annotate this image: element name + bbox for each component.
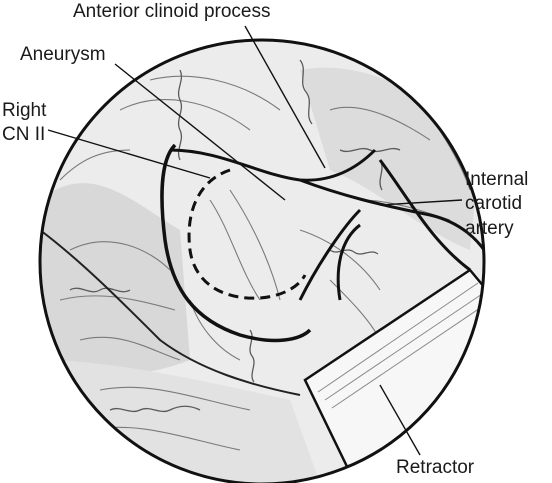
label-right-cn2-line2: CN II (2, 124, 46, 145)
label-internal-carotid-line1: Internal (465, 169, 529, 190)
internal-carotid-artery (298, 178, 484, 301)
leader-lines (47, 25, 463, 456)
label-internal-carotid-line2: carotid (465, 193, 523, 214)
label-aneurysm: Aneurysm (20, 44, 106, 65)
label-internal-carotid-line3: artery (465, 218, 514, 239)
anterior-clinoid-process (169, 148, 377, 182)
retractor-blade (303, 268, 484, 483)
label-retractor: Retractor (396, 457, 475, 478)
label-right-cn2-line1: Right (2, 100, 47, 121)
right-optic-nerve (160, 143, 312, 343)
label-anterior-clinoid-process: Anterior clinoid process (73, 1, 271, 22)
operative-field (40, 40, 484, 483)
aneurysm-outline (187, 168, 307, 300)
microscope-field-border (38, 38, 486, 483)
